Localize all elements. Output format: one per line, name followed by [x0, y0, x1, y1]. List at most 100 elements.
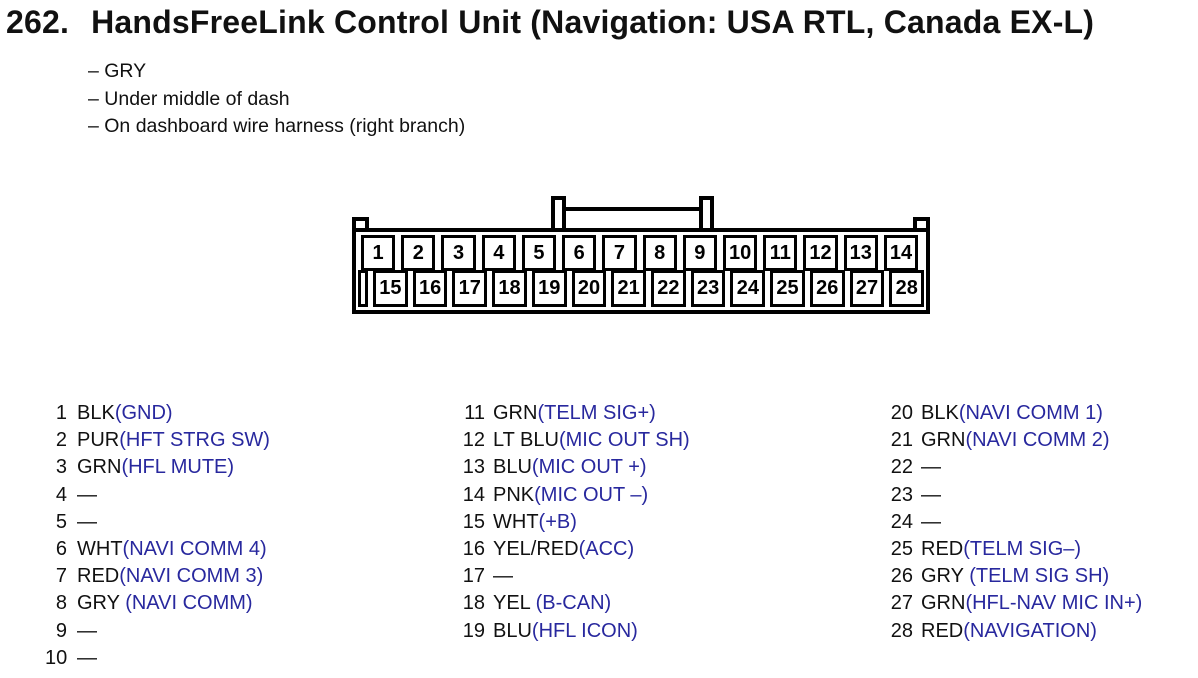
connector-pin-cell: 10 [722, 235, 758, 271]
signal-name: (TELM SIG+) [537, 402, 656, 424]
pin-number: 1 [55, 402, 67, 424]
signal-name: (NAVI COMM 1) [958, 402, 1103, 424]
connector-pin-cell: 4 [481, 235, 516, 271]
pin-number: 6 [55, 538, 67, 561]
section-title-text: HandsFreeLink Control Unit (Navigation: … [91, 4, 1095, 40]
signal-name: (NAVIGATION) [963, 619, 1097, 642]
pin-number: 8 [55, 592, 67, 615]
pin-number: 22 [890, 456, 913, 479]
connector-blank-cell [358, 270, 368, 307]
wire-color: RED [921, 538, 964, 561]
pin-number: 21 [890, 429, 913, 452]
note-line: – On dashboard wire harness (right branc… [88, 115, 466, 137]
note-line: – Under middle of dash [88, 87, 290, 110]
pin-number: 11 [464, 402, 485, 424]
legend-row: 23 — [883, 482, 1142, 509]
pin-number: 17 [462, 565, 485, 588]
pin-number: 26 [890, 565, 913, 588]
connector-pin-cell: 9 [682, 235, 717, 271]
signal-name: (TELM SIG–) [963, 538, 1082, 561]
pin-number: 3 [55, 456, 67, 479]
legend-row: 17— [459, 563, 690, 590]
signal-name: (MIC OUT +) [531, 456, 647, 479]
wire-color: — [921, 510, 941, 533]
signal-name: (+B) [538, 510, 577, 533]
connector-pin-cell: 6 [562, 235, 597, 271]
connector-latch-rail-left [551, 196, 566, 232]
connector-pin-cell: 1 [361, 235, 396, 271]
pin-number: 23 [890, 483, 913, 506]
connector-pin-cell: 2 [401, 235, 436, 271]
connector-pin-cell: 15 [373, 270, 408, 307]
pin-number: 18 [462, 592, 485, 615]
connector-pin-cell: 5 [521, 235, 557, 271]
section-number: 262. [6, 4, 70, 40]
wire-color: — [77, 510, 97, 533]
wire-color: — [921, 483, 941, 506]
connector-pin-cell: 28 [889, 270, 925, 307]
connector-pin-cell: 20 [571, 270, 607, 307]
pin-number: 19 [462, 619, 485, 642]
connector-pin-cell: 14 [883, 235, 919, 271]
wire-color: WHT [77, 538, 123, 561]
pin-number: 20 [890, 402, 913, 424]
wire-color: GRN [493, 402, 538, 424]
wire-color: YEL [493, 592, 536, 615]
legend-row: 6 WHT (NAVI COMM 4) [45, 536, 270, 563]
connector-pin-cell: 27 [849, 270, 885, 307]
wire-color: BLK [77, 402, 115, 424]
signal-name: (HFL MUTE) [121, 456, 235, 479]
signal-name: (NAVI COMM 3) [119, 565, 264, 588]
connector-pin-cell: 22 [651, 270, 686, 307]
connector-pin-cell: 16 [412, 270, 448, 307]
pin-number: 24 [890, 510, 913, 533]
wire-color: GRN [921, 592, 966, 615]
connector-pin-cell: 17 [452, 270, 488, 307]
pin-number: 28 [890, 619, 913, 642]
signal-name: (NAVI COMM) [125, 592, 253, 615]
legend-row: 9— [45, 618, 270, 645]
pin-number: 10 [45, 646, 68, 669]
connector-pin-cell: 13 [843, 235, 878, 271]
connector-pin-cell: 12 [803, 235, 838, 271]
note-line: – GRY [88, 60, 147, 82]
signal-name: (NAVI COMM 4) [122, 538, 267, 561]
pin-number: 16 [462, 538, 485, 561]
pin-number: 7 [55, 565, 67, 588]
legend-row: 10 — [45, 645, 270, 672]
connector-pin-cell: 8 [642, 235, 677, 271]
pin-number: 9 [55, 619, 67, 642]
pin-number: 14 [462, 483, 485, 506]
signal-name: (MIC OUT SH) [558, 429, 690, 452]
connector-latch-rail-right [699, 196, 714, 232]
connector-pin-cell: 7 [602, 235, 637, 271]
wire-color: PNK [493, 483, 535, 506]
pin-number: 2 [55, 429, 67, 452]
wire-color: GRN [921, 429, 966, 452]
pin-number: 4 [55, 483, 67, 506]
wire-color: WHT [493, 510, 539, 533]
wire-color: RED [77, 565, 120, 588]
wire-color: GRY [77, 592, 126, 615]
page-title: 262. HandsFreeLink Control Unit (Navigat… [6, 4, 1094, 41]
connector-pin-cell: 25 [770, 270, 805, 307]
wire-color: — [77, 646, 97, 669]
